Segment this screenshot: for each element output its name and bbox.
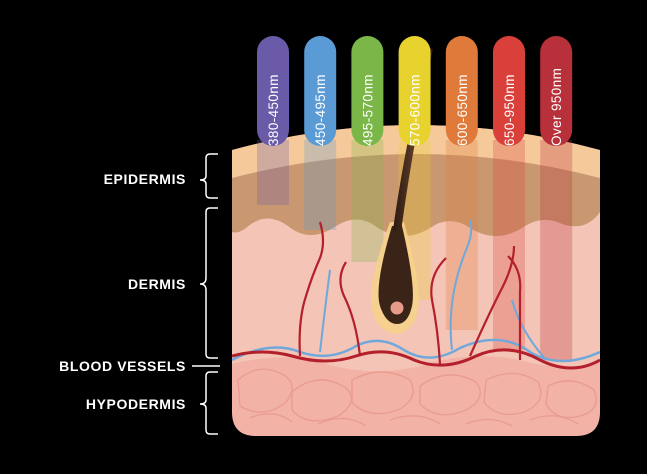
light-beam-7 [540, 140, 573, 360]
epidermis-label: EPIDERMIS [104, 171, 186, 187]
wavelength-pill-6 [493, 36, 525, 146]
artery-branch [298, 221, 325, 357]
light-beam-1 [257, 140, 289, 205]
artery [232, 348, 600, 370]
wavelength-label-2: 450-495nm [313, 74, 328, 146]
wavelength-label-1: 380-450nm [266, 74, 281, 146]
epidermis-layer [232, 150, 600, 236]
wavelength-label-6: 650-950nm [502, 74, 517, 146]
wavelength-pill-5 [445, 36, 478, 146]
wavelength-pill-2 [304, 36, 337, 146]
light-beam-5 [445, 140, 478, 330]
wavelength-pill-3 [351, 36, 384, 146]
light-beam-2 [304, 140, 337, 230]
wavelength-bands: 380-450nm 450-495nm 495-570nm 570-600nm 600-… [257, 36, 573, 146]
artery-branch [430, 245, 516, 365]
epidermis-bracket [199, 153, 218, 199]
wavelength-pill-4 [398, 36, 431, 146]
fat-cells [237, 368, 597, 427]
hypodermis-bracket [199, 371, 218, 435]
wavelength-pill-1 [257, 36, 289, 146]
light-beams [257, 140, 573, 360]
wavelength-label-5: 600-650nm [455, 74, 470, 146]
artery-branch [339, 261, 362, 357]
dermis-label: DERMIS [128, 276, 186, 292]
wavelength-label-3: 495-570nm [360, 74, 375, 146]
follicle-bulb [378, 226, 413, 324]
blood-vessels-label: BLOOD VESSELS [59, 358, 186, 374]
wavelength-label-7: Over 950nm [549, 68, 564, 146]
layer-brackets [192, 153, 220, 435]
blood-vessels [232, 219, 600, 370]
hypodermis-label: HYPODERMIS [86, 396, 186, 412]
wavelength-pill-7 [540, 36, 573, 146]
vein-branch [319, 219, 547, 361]
dermal-papilla [390, 301, 404, 315]
artery-branch [507, 255, 522, 360]
light-beam-3 [351, 140, 384, 262]
wavelength-label-4: 570-600nm [408, 74, 423, 146]
dermis-bracket [199, 207, 218, 359]
skin-cross-section [232, 125, 600, 436]
